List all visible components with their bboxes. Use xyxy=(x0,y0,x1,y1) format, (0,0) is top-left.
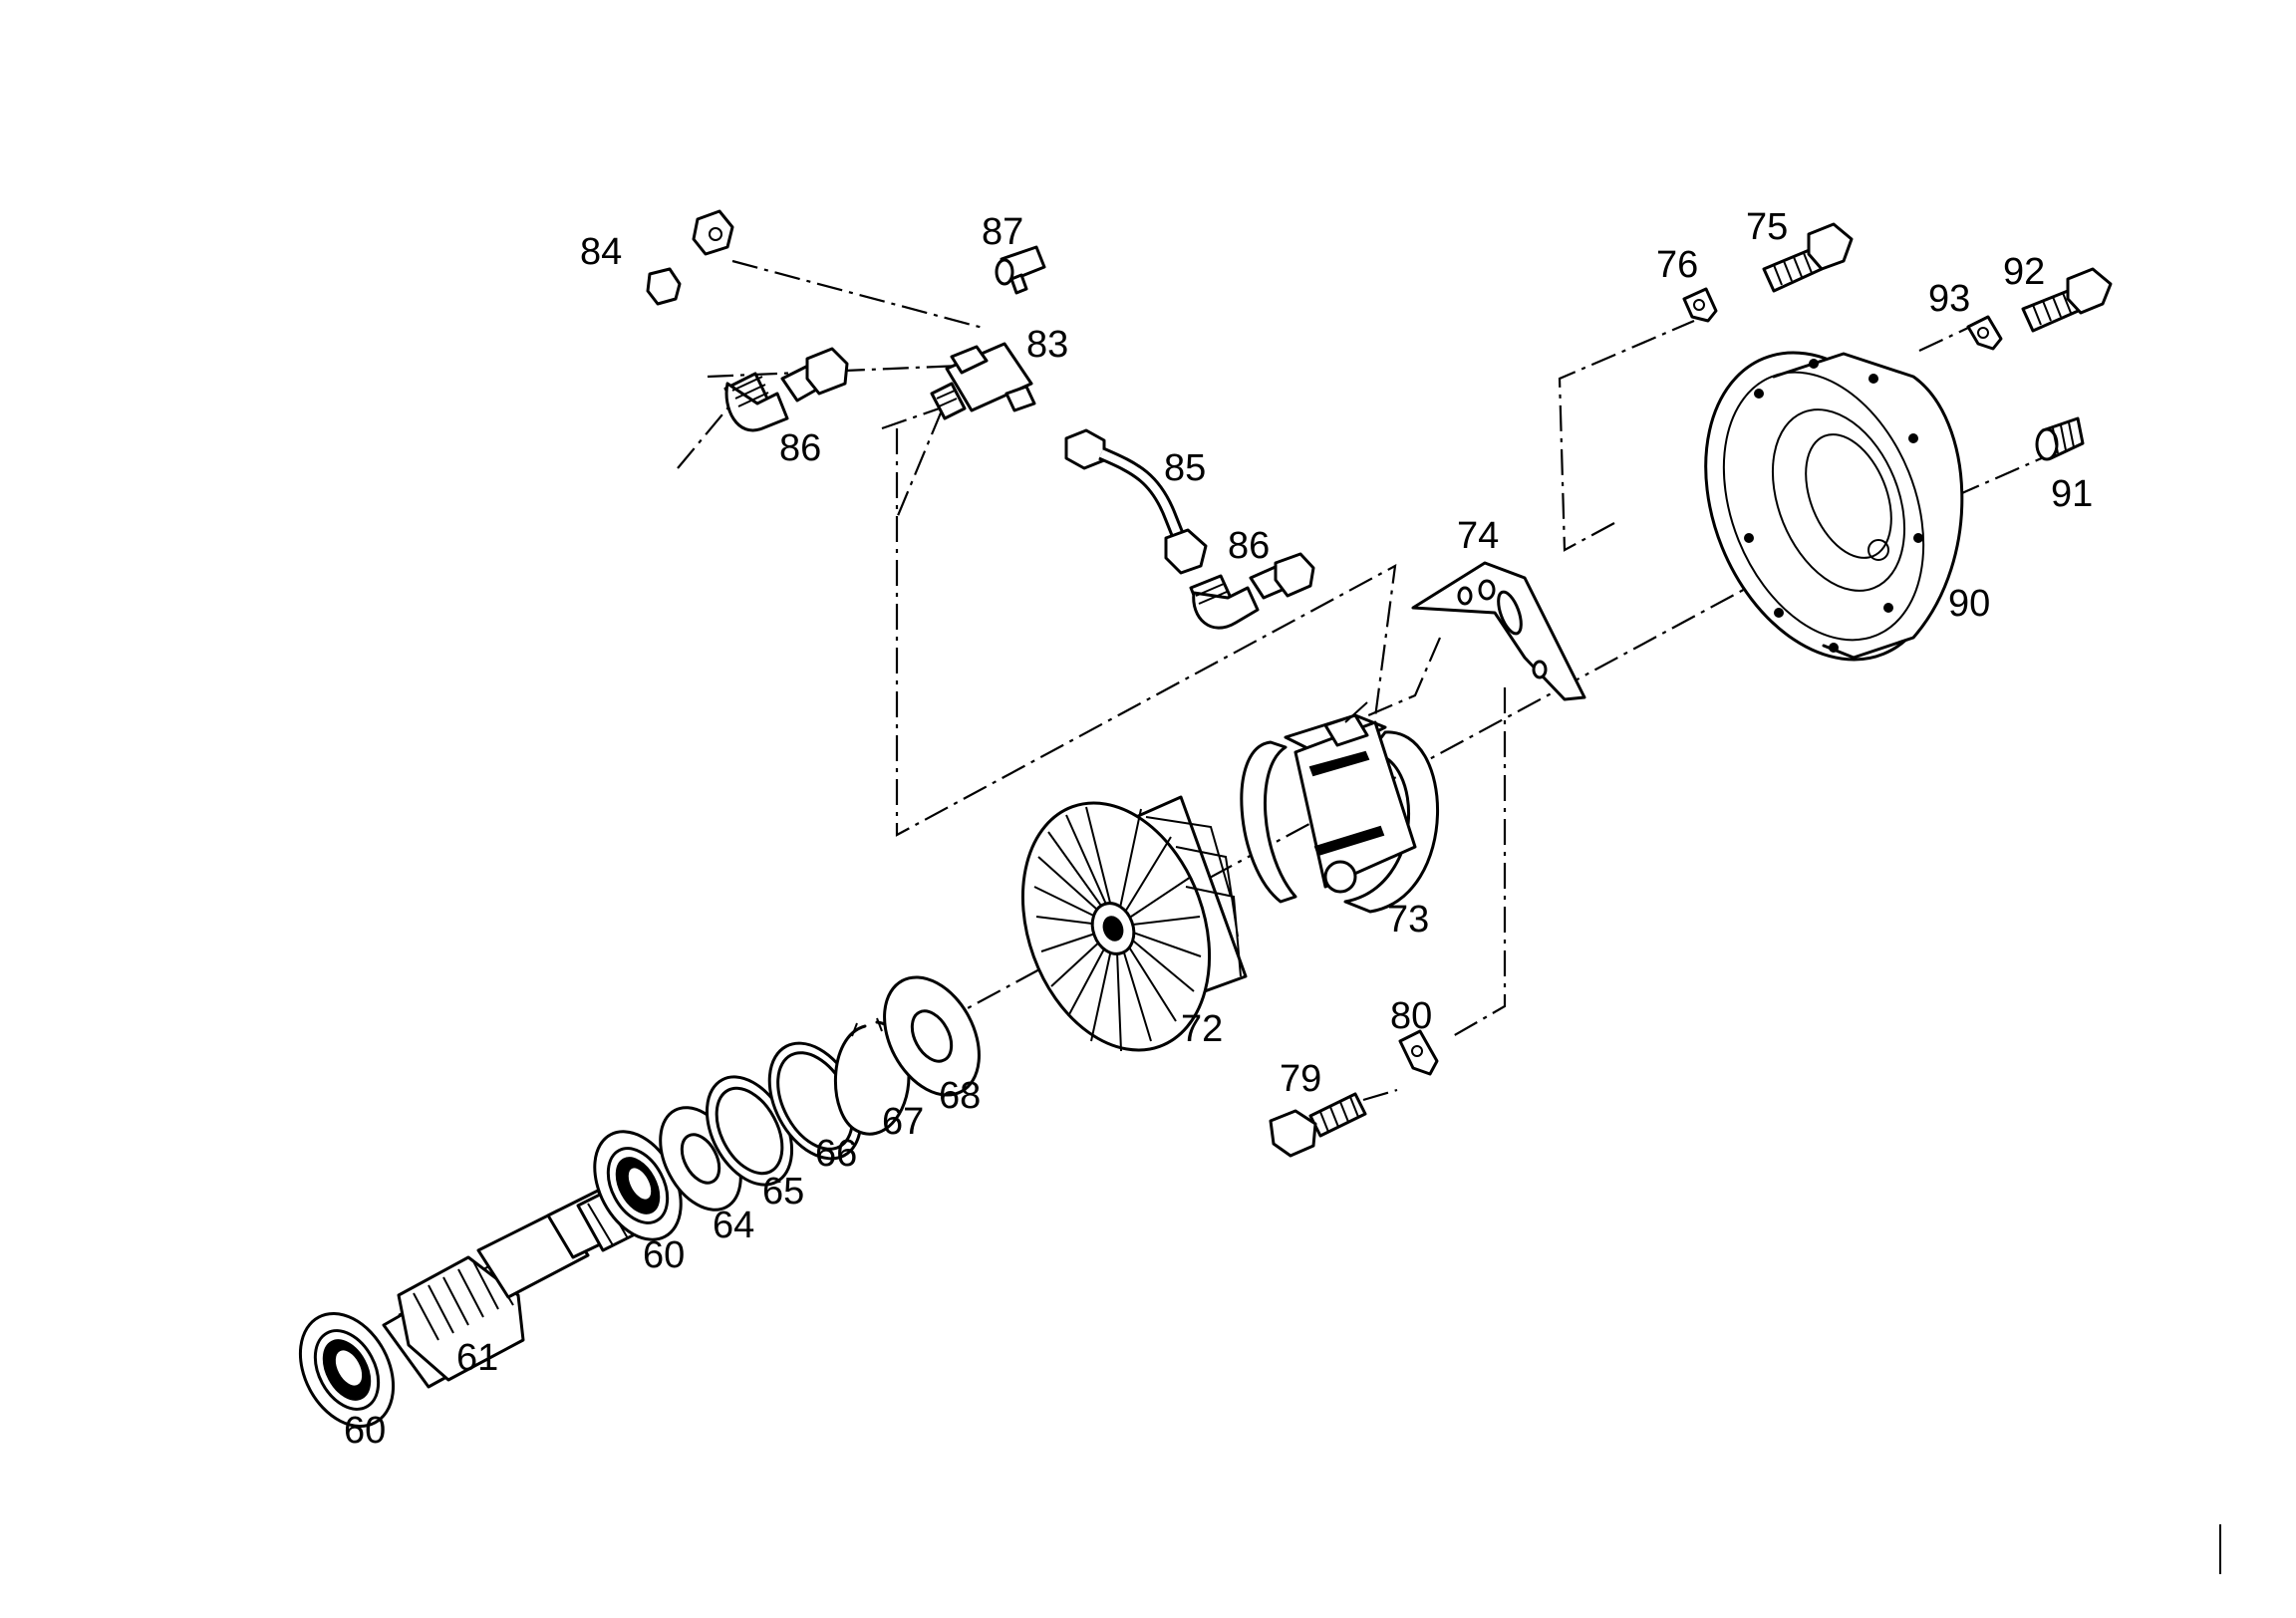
callout-86-lower: 86 xyxy=(1228,525,1270,567)
callout-90: 90 xyxy=(1948,583,1990,625)
callout-labels: 60 61 60 64 65 66 67 68 72 73 74 75 76 7… xyxy=(344,206,2093,1452)
tee-fitting-83 xyxy=(930,342,1036,420)
shaft-61 xyxy=(382,1174,665,1389)
fitting-87 xyxy=(995,245,1046,295)
bearing-60-outer xyxy=(298,1311,396,1429)
lock-plate-76 xyxy=(1682,287,1718,323)
plug-91 xyxy=(2035,416,2085,461)
callout-91: 91 xyxy=(2051,473,2093,515)
pipe-85 xyxy=(1064,428,1208,575)
lock-plate-93 xyxy=(1966,315,2003,351)
elbow-fitting-86-lower xyxy=(1189,552,1315,630)
elbow-fitting-86-upper xyxy=(723,347,849,432)
callout-84: 84 xyxy=(580,231,622,273)
callout-60-outer: 60 xyxy=(344,1410,386,1452)
callout-61: 61 xyxy=(456,1337,498,1379)
callout-68: 68 xyxy=(939,1075,981,1117)
bolt-75 xyxy=(1762,222,1854,293)
callout-66: 66 xyxy=(815,1133,857,1175)
callout-92: 92 xyxy=(2003,251,2045,293)
callout-83: 83 xyxy=(1026,324,1068,366)
callout-85: 85 xyxy=(1164,447,1206,489)
callout-75: 75 xyxy=(1746,206,1788,248)
callout-86-upper: 86 xyxy=(779,427,821,469)
callout-60-inner: 60 xyxy=(643,1234,685,1276)
callout-67: 67 xyxy=(882,1101,924,1143)
bolt-92 xyxy=(2021,267,2113,333)
bearing-60-inner xyxy=(593,1130,683,1241)
callout-79: 79 xyxy=(1280,1058,1321,1100)
callout-74: 74 xyxy=(1457,515,1499,557)
bolt-79 xyxy=(1269,1092,1367,1158)
callout-64: 64 xyxy=(713,1205,754,1246)
washer-68 xyxy=(883,975,981,1097)
lock-plate-80 xyxy=(1398,1029,1439,1076)
ring-65 xyxy=(705,1075,794,1187)
callout-73: 73 xyxy=(1387,899,1429,941)
brake-drum-72 xyxy=(1020,795,1248,1052)
housing-90 xyxy=(1704,351,1964,662)
brake-shoes-73 xyxy=(1240,701,1440,914)
callout-80: 80 xyxy=(1390,995,1432,1037)
callout-72: 72 xyxy=(1181,1008,1223,1050)
callout-87: 87 xyxy=(982,211,1023,253)
mounting-plate-74 xyxy=(1411,561,1586,701)
pipe-84 xyxy=(623,190,734,306)
callout-65: 65 xyxy=(762,1171,804,1213)
callout-93: 93 xyxy=(1928,278,1970,320)
callout-76: 76 xyxy=(1656,244,1698,286)
